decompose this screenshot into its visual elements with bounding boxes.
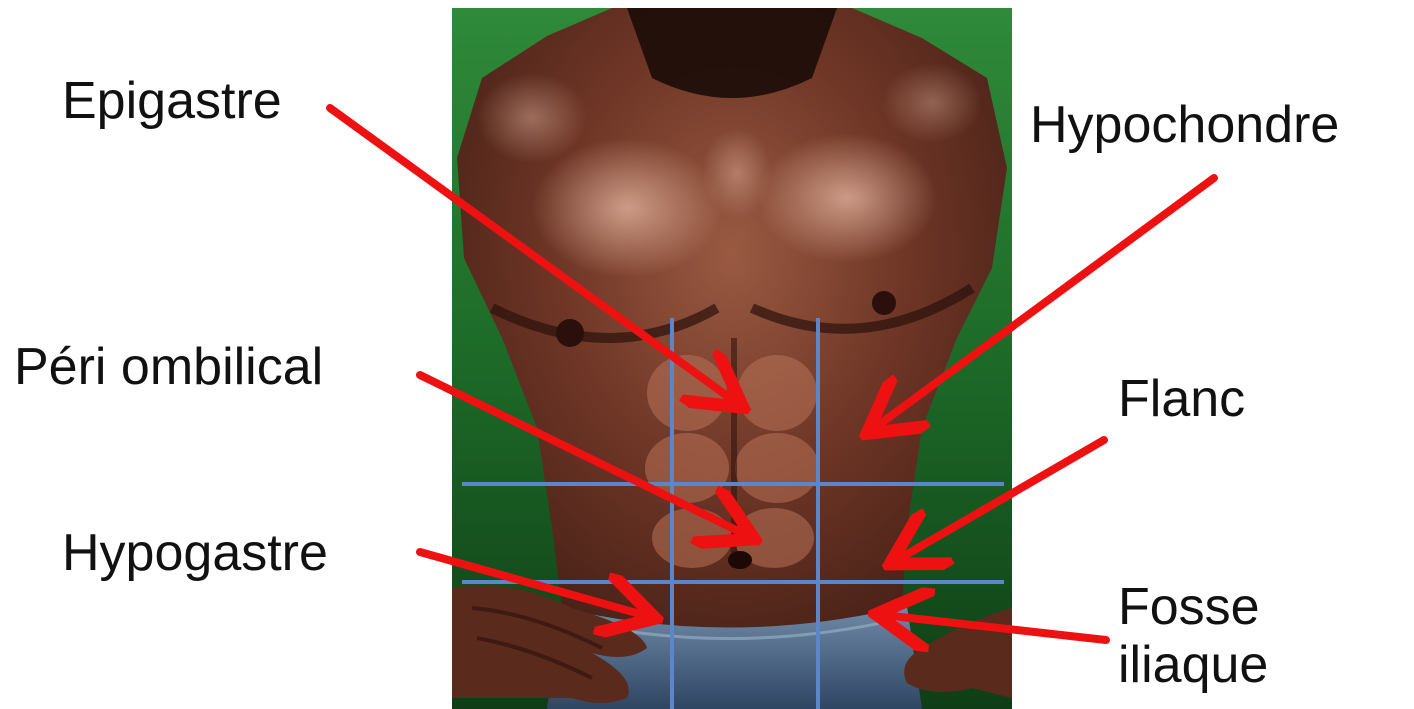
arrow-flanc: [904, 440, 1104, 556]
regions-grid: [462, 318, 1004, 709]
arrow-fosse-iliaque: [892, 616, 1106, 640]
arrow-epigastre: [330, 108, 730, 398]
arrow-peri-ombilical: [420, 375, 740, 532]
label-fosse-iliaque: Fosse iliaque: [1118, 578, 1268, 694]
label-hypogastre: Hypogastre: [62, 524, 328, 582]
label-fosse-iliaque-line1: Fosse: [1118, 578, 1268, 636]
label-epigastre: Epigastre: [62, 72, 282, 130]
label-flanc: Flanc: [1118, 370, 1245, 428]
label-hypochondre: Hypochondre: [1030, 96, 1339, 154]
label-fosse-iliaque-line2: iliaque: [1118, 636, 1268, 694]
label-peri-ombilical: Péri ombilical: [14, 338, 323, 396]
